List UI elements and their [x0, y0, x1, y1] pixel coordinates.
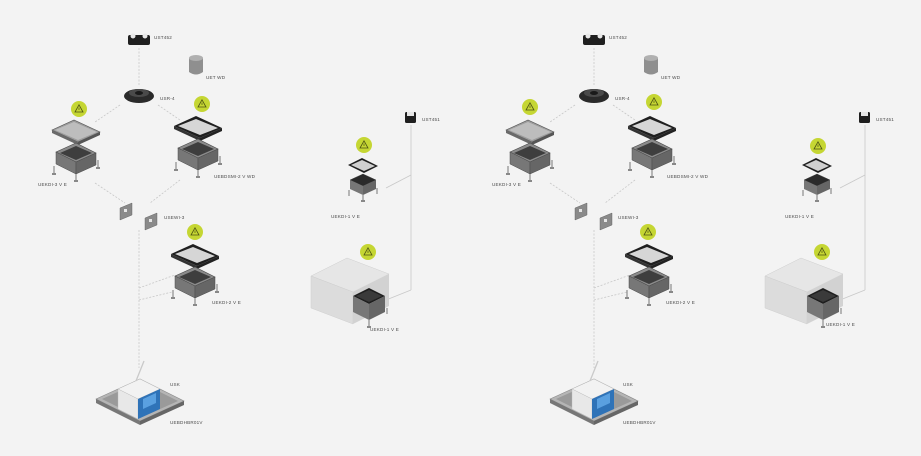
label-usewi: USEWI-3	[618, 215, 639, 220]
usk-install-kit	[95, 360, 185, 426]
warning-badge-icon	[355, 136, 373, 154]
uebdsmi-floor-box	[627, 115, 677, 179]
label-uekdi-2ve: UEKDI-2 V E	[212, 300, 241, 305]
concrete-block-icon	[310, 257, 390, 329]
label-usk: USK	[623, 382, 634, 387]
label-usewi: USEWI-3	[164, 215, 185, 220]
warning-badge-icon	[639, 223, 657, 241]
label-uekdi-1ve-top: UEKDI-1 V E	[785, 214, 814, 219]
usk-install-kit	[549, 360, 639, 426]
label-uebdhbr: UEBDHBR01V	[623, 420, 656, 425]
label-uset: UST451	[422, 117, 440, 122]
uekdi-2ve-floor-box	[624, 243, 674, 307]
uet-wd-insert	[644, 55, 658, 75]
uekdi-1ve-small-box	[801, 157, 833, 203]
warning-badge-icon	[645, 93, 663, 111]
label-uet-wd: UET WD	[206, 75, 226, 80]
ust452-connector	[128, 33, 150, 45]
warning-badge-icon	[521, 98, 539, 116]
right-connector-lines	[549, 48, 636, 368]
label-uekdi-2ve: UEKDI-2 V E	[666, 300, 695, 305]
warning-badge-icon	[193, 95, 211, 113]
uekdi-2ve-floor-box	[170, 243, 220, 307]
usewi-plates	[574, 202, 613, 231]
label-uekdi-3ve: UEKDI-3 V E	[38, 182, 67, 187]
label-uebdhbr: UEBDHBR01V	[170, 420, 203, 425]
label-usr4: USR-4	[160, 96, 175, 101]
uebdsmi-floor-box	[173, 115, 223, 179]
label-uet-wd: UET WD	[661, 75, 681, 80]
warning-badge-icon	[813, 243, 831, 261]
label-uekdi-3ve: UEKDI-3 V E	[492, 182, 521, 187]
ust452-connector	[583, 33, 605, 45]
label-uebdsmi: UEBDSMI-2 V WD	[667, 174, 709, 179]
warning-badge-icon	[809, 137, 827, 155]
label-uekdi-1ve-bottom: UEKDI-1 V E	[826, 322, 855, 327]
label-uekdi-1ve-top: UEKDI-1 V E	[331, 214, 360, 219]
left-diagram: UST452 UET WD USR-4 UEKDI-3 V E UEBDSMI-…	[38, 33, 440, 426]
label-ust452: UST452	[154, 35, 172, 40]
usewi-plates	[119, 202, 158, 231]
label-uekdi-1ve-bottom: UEKDI-1 V E	[370, 327, 399, 332]
left-connector-lines	[94, 48, 181, 368]
usr4-socket-insert	[579, 89, 609, 103]
label-usk: USK	[170, 382, 181, 387]
warning-badge-icon	[186, 223, 204, 241]
warning-badge-icon	[70, 100, 88, 118]
concrete-block-icon	[764, 257, 844, 329]
label-usr4: USR-4	[615, 96, 630, 101]
label-uset: UST451	[876, 117, 894, 122]
usr4-socket-insert	[124, 89, 154, 103]
ust451-connector	[859, 112, 870, 123]
uekdi-3ve-floor-box	[51, 119, 101, 183]
warning-badge-icon	[359, 243, 377, 261]
ust451-connector	[405, 112, 416, 123]
uekdi-1ve-small-box	[347, 157, 379, 203]
right-diagram: UST452 UET WD USR-4 UEKDI-3 V E UEBDSMI-…	[492, 33, 894, 426]
label-uebdsmi: UEBDSMI-2 V WD	[214, 174, 256, 179]
label-ust452: UST452	[609, 35, 627, 40]
uekdi-3ve-floor-box	[505, 119, 555, 183]
uet-wd-insert	[189, 55, 203, 75]
